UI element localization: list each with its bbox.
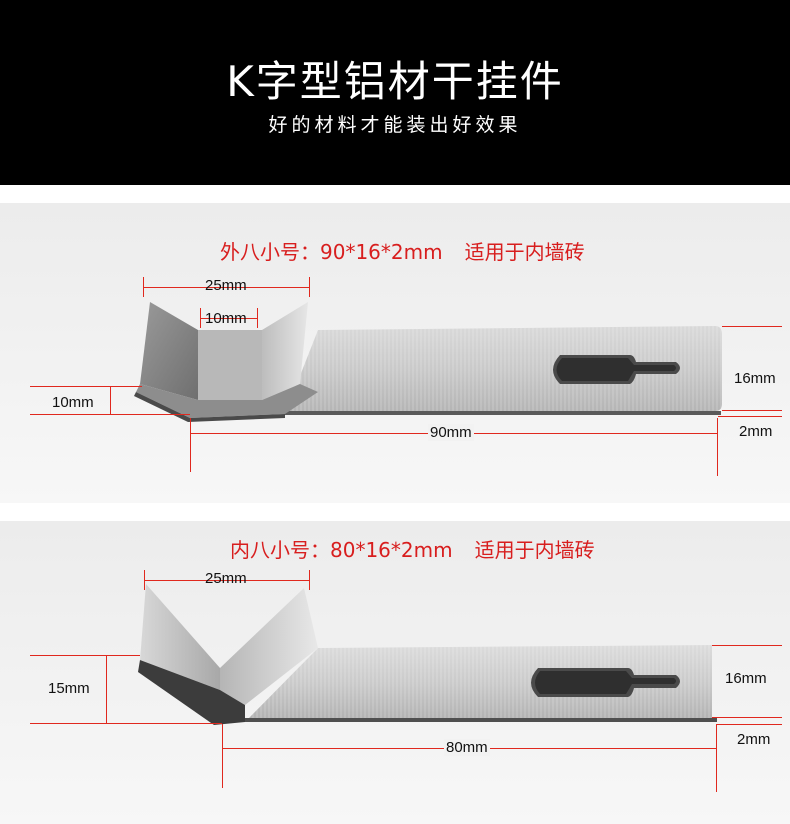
bracket-1-slot (553, 355, 680, 384)
dim-2-plate-height-bottom (712, 717, 782, 718)
dim-1-thickness-label: 2mm (739, 423, 773, 440)
dim-1-plate-height-bottom (722, 410, 782, 411)
divider (0, 503, 790, 521)
banner-subtitle: 好的材料才能装出好效果 (268, 114, 522, 136)
dim-1-plate-height-top (722, 326, 782, 327)
dim-1-plate-height-label: 16mm (734, 370, 776, 387)
dim-1-inner-width-tick-right (257, 308, 258, 328)
bracket-2-hook (138, 584, 318, 725)
dim-1-top-width-line (143, 287, 310, 288)
dim-1-length-label: 90mm (428, 424, 474, 441)
dim-2-length-label: 80mm (444, 739, 490, 756)
dim-1-top-width-tick-left (143, 277, 144, 297)
dim-1-length-tick-left (190, 418, 191, 472)
dim-1-inner-width-tick-left (200, 308, 201, 328)
dim-1-inner-width-line (200, 318, 258, 319)
dim-2-top-width-line (144, 580, 310, 581)
dim-2-top-width-tick-left (144, 570, 145, 590)
dim-1-hook-height-bottom (30, 414, 190, 415)
dim-1-length-tick-right (717, 418, 718, 476)
dim-1-thickness-line (718, 416, 782, 417)
dim-1-top-width-label: 25mm (205, 277, 247, 294)
bracket-2-plate (245, 645, 717, 722)
dim-1-inner-width-label: 10mm (205, 310, 247, 327)
dim-2-hook-height-top (30, 655, 140, 656)
dim-2-thickness-line (716, 724, 782, 725)
dim-2-top-width-label: 25mm (205, 570, 247, 587)
dim-2-plate-height-label: 16mm (725, 670, 767, 687)
dim-2-length-tick-left (222, 724, 223, 788)
product-1-name: 外八小号：90*16*2mm (220, 240, 443, 264)
product-2-usage: 适用于内墙砖 (474, 538, 595, 562)
dim-1-hook-height-top (30, 386, 142, 387)
bracket-1-plate (285, 326, 722, 415)
dim-2-hook-height-label: 15mm (48, 680, 90, 697)
divider (0, 185, 790, 203)
bracket-2-slot (531, 668, 680, 697)
dim-1-hook-height-vert (110, 386, 111, 414)
dim-2-top-width-tick-right (309, 570, 310, 590)
dim-2-plate-height-top (712, 645, 782, 646)
product-2-name: 内八小号：80*16*2mm (230, 538, 453, 562)
dim-2-hook-height-bottom (30, 723, 222, 724)
dim-2-length-tick-right (716, 724, 717, 792)
dim-2-thickness-label: 2mm (737, 731, 771, 748)
title-banner: K字型铝材干挂件 好的材料才能装出好效果 (0, 0, 790, 185)
product-1-usage: 适用于内墙砖 (464, 240, 585, 264)
dim-1-top-width-tick-right (309, 277, 310, 297)
product-1-heading: 外八小号：90*16*2mm 适用于内墙砖 (220, 236, 585, 265)
product-2-heading: 内八小号：80*16*2mm 适用于内墙砖 (230, 534, 595, 563)
bracket-1-hook (134, 302, 318, 422)
dim-1-hook-height-label: 10mm (52, 394, 94, 411)
dim-2-hook-height-vert (106, 655, 107, 723)
banner-title: K字型铝材干挂件 (226, 57, 564, 106)
